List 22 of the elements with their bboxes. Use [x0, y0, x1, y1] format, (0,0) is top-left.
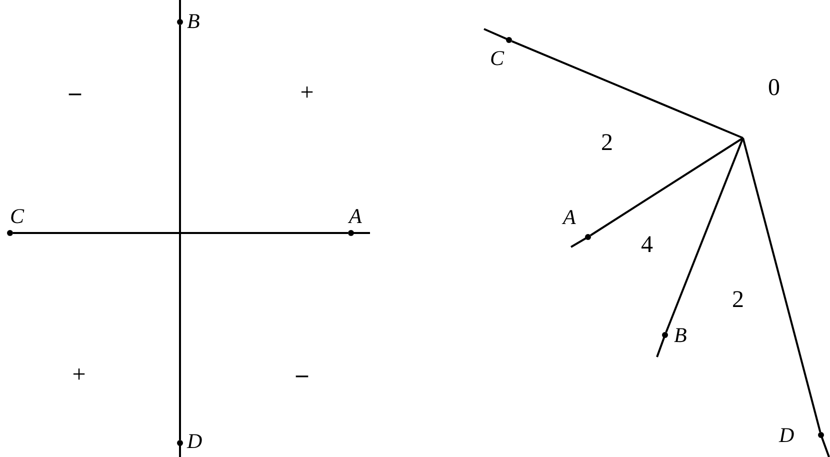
point-label: D: [187, 431, 202, 452]
region-label: 0: [768, 76, 780, 100]
point-label: A: [349, 206, 362, 227]
line: [665, 138, 744, 333]
line: [742, 138, 822, 432]
point-label: B: [187, 11, 200, 32]
point-label: D: [779, 425, 794, 446]
line: [13, 232, 348, 234]
region-label: +: [72, 363, 86, 387]
region-label: 2: [732, 288, 744, 312]
sign-label: –: [69, 81, 81, 105]
sign-label: –: [296, 363, 308, 387]
point-label: B: [674, 325, 687, 346]
line: [590, 137, 744, 236]
point-label: C: [490, 48, 504, 69]
point-label: A: [563, 207, 576, 228]
region-label: +: [300, 81, 314, 105]
line: [179, 25, 181, 440]
region-label: 2: [601, 131, 613, 155]
region-label: 4: [641, 233, 653, 257]
line: [511, 40, 744, 139]
point-label: C: [10, 206, 24, 227]
